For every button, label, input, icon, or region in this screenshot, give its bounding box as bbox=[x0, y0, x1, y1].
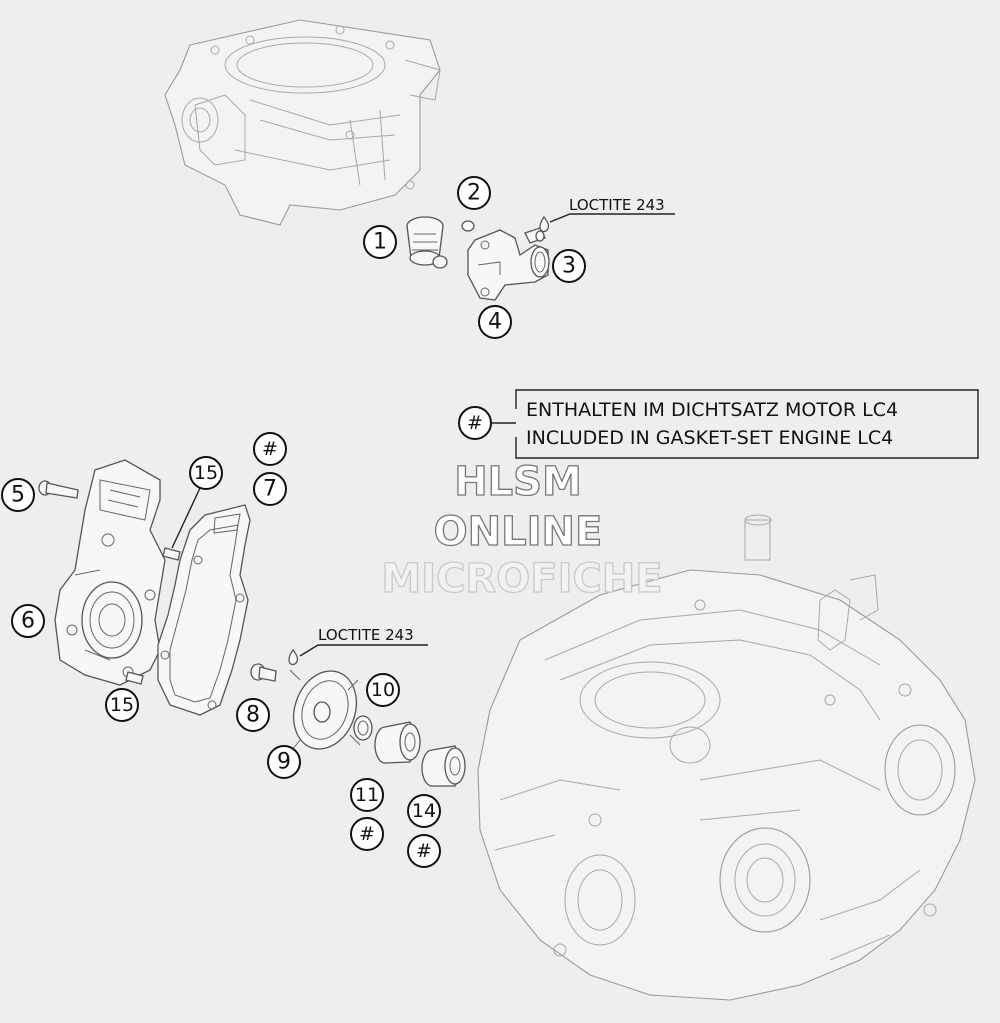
callout-hash-legend: # bbox=[458, 406, 492, 440]
svg-text:#: # bbox=[467, 412, 483, 434]
watermark: HLSM ONLINE MICROFICHE bbox=[381, 458, 664, 602]
screw-3-drawing bbox=[524, 227, 546, 244]
svg-text:5: 5 bbox=[11, 483, 25, 508]
screw-5-drawing bbox=[38, 480, 79, 499]
crankcase-drawing bbox=[477, 514, 976, 1001]
screw-8-drawing bbox=[250, 663, 277, 682]
callout-15-lower: 15 bbox=[105, 688, 139, 722]
svg-text:#: # bbox=[416, 840, 432, 862]
callout-hash-14: # bbox=[407, 834, 441, 868]
svg-text:15: 15 bbox=[110, 694, 134, 716]
legend: # ENTHALTEN IM DICHTSATZ MOTOR LC4 INCLU… bbox=[458, 389, 979, 459]
thermostat-housing-drawing bbox=[467, 229, 550, 301]
callout-3: 3 bbox=[552, 249, 586, 283]
svg-text:2: 2 bbox=[467, 181, 481, 206]
watermark-line2: ONLINE bbox=[434, 509, 603, 555]
callout-6: 6 bbox=[11, 604, 45, 638]
svg-text:6: 6 bbox=[21, 609, 35, 634]
legend-line2: INCLUDED IN GASKET-SET ENGINE LC4 bbox=[526, 427, 893, 449]
callout-7: 7 bbox=[253, 472, 287, 506]
cylinder-drawing bbox=[164, 19, 441, 226]
svg-text:9: 9 bbox=[277, 750, 291, 775]
watermark-line1: HLSM bbox=[454, 459, 582, 505]
svg-text:14: 14 bbox=[412, 800, 436, 822]
callout-4: 4 bbox=[478, 305, 512, 339]
svg-text:15: 15 bbox=[194, 462, 218, 484]
o-ring-drawing bbox=[461, 220, 475, 232]
impeller-drawing bbox=[289, 669, 361, 751]
callout-9: 9 bbox=[267, 745, 301, 779]
callout-8: 8 bbox=[236, 698, 270, 732]
callout-5: 5 bbox=[1, 478, 35, 512]
legend-line1: ENTHALTEN IM DICHTSATZ MOTOR LC4 bbox=[526, 399, 898, 421]
gasket-drawing bbox=[157, 504, 251, 716]
callout-11: 11 bbox=[350, 778, 384, 812]
svg-text:7: 7 bbox=[263, 477, 277, 502]
leader-loctite-mid bbox=[299, 644, 428, 657]
legend-box-frame bbox=[515, 389, 979, 459]
svg-text:#: # bbox=[359, 823, 375, 845]
callout-10: 10 bbox=[366, 673, 400, 707]
callout-1: 1 bbox=[363, 225, 397, 259]
callout-14: 14 bbox=[407, 794, 441, 828]
svg-text:11: 11 bbox=[355, 784, 379, 806]
loctite-label-top: LOCTITE 243 bbox=[569, 196, 665, 214]
loctite-drop-mid bbox=[288, 648, 299, 666]
callout-15-upper: 15 bbox=[189, 456, 223, 490]
shim-10-drawing bbox=[353, 715, 373, 741]
svg-text:#: # bbox=[262, 438, 278, 460]
callout-hash-7: # bbox=[253, 432, 287, 466]
seal-11-drawing bbox=[374, 721, 421, 764]
svg-text:3: 3 bbox=[562, 254, 576, 279]
thermostat-drawing bbox=[406, 216, 448, 269]
leader-loctite-top bbox=[549, 213, 675, 223]
dowel-lower-drawing bbox=[125, 671, 144, 685]
svg-text:1: 1 bbox=[373, 230, 387, 255]
svg-text:8: 8 bbox=[246, 703, 260, 728]
water-pump-cover-drawing bbox=[54, 459, 166, 686]
leader-15-upper bbox=[171, 487, 201, 549]
dowel-upper-drawing bbox=[162, 547, 181, 561]
callout-2: 2 bbox=[457, 176, 491, 210]
watermark-line3: MICROFICHE bbox=[381, 556, 662, 602]
svg-text:10: 10 bbox=[371, 679, 395, 701]
seal-14-drawing bbox=[421, 745, 466, 787]
loctite-label-mid: LOCTITE 243 bbox=[318, 626, 414, 644]
callout-hash-11: # bbox=[350, 817, 384, 851]
loctite-drop-top bbox=[539, 215, 550, 233]
svg-text:4: 4 bbox=[488, 310, 502, 335]
